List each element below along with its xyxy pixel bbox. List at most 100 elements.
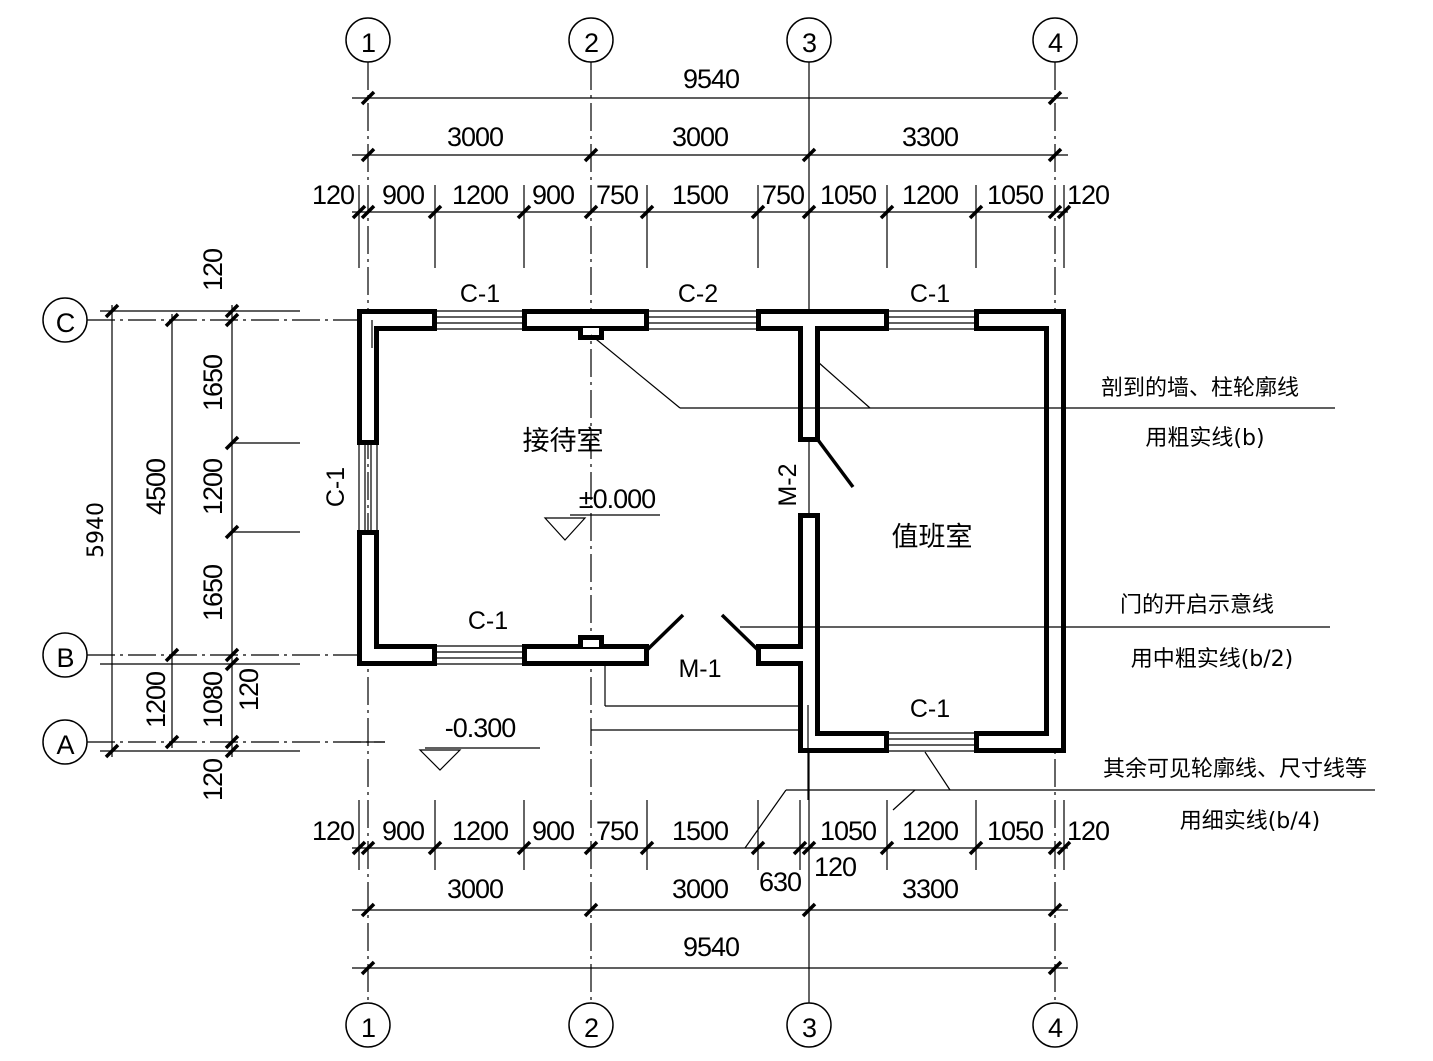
window-label: C-1: [468, 607, 508, 635]
window-label: C-1: [322, 467, 350, 507]
dim-bottom-bay: 3000: [672, 874, 728, 904]
leader-line: [817, 361, 871, 409]
dimension-tick: [1047, 902, 1063, 918]
dimension-tick: [1047, 204, 1063, 220]
dimension-tick: [583, 840, 599, 856]
dim-bottom-detail: 120: [814, 852, 856, 882]
dim-left-total: 5940: [84, 502, 109, 558]
dim-left-detail: 1650: [198, 565, 228, 621]
dimension-tick: [164, 312, 180, 328]
axis-bubble: [345, 17, 391, 63]
dim-top-detail: 1050: [987, 180, 1043, 210]
dim-top-detail: 1500: [672, 180, 728, 210]
axis-label-4: 4: [1048, 28, 1063, 58]
dim-left-detail: 120: [198, 759, 228, 801]
room-reception: 接待室: [523, 426, 604, 457]
walls: [357, 309, 1066, 753]
dimension-tick: [360, 204, 376, 220]
dim-bottom-detail: 120: [1067, 816, 1109, 846]
dim-bottom-bay: 3300: [902, 874, 958, 904]
note-title: 剖到的墙、柱轮廓线: [1101, 376, 1299, 401]
dimension-tick: [801, 204, 817, 220]
axis-label-4: 4: [1048, 1013, 1063, 1043]
dim-top-detail: 900: [532, 180, 574, 210]
window-label: C-2: [678, 280, 718, 308]
axis-label-2: 2: [584, 1013, 598, 1043]
dim-top-detail: 1200: [452, 180, 508, 210]
dimension-tick: [164, 647, 180, 663]
dim-top-detail: 1200: [902, 180, 958, 210]
leader-line: [924, 751, 951, 791]
axis-label-B: B: [56, 643, 73, 673]
dim-left-detail: 1650: [198, 355, 228, 411]
axis-label-3: 3: [802, 28, 816, 58]
dimension-tick: [583, 147, 599, 163]
dim-bottom-detail: 1050: [987, 816, 1043, 846]
dimension-tick: [1047, 90, 1063, 106]
axis-label-A: A: [56, 730, 74, 760]
door-leaf-m1-right: [720, 613, 760, 652]
axis-label-1: 1: [361, 28, 375, 58]
axis-bubble: [568, 17, 614, 63]
dim-top-total: 9540: [683, 64, 739, 94]
dimension-tick: [1047, 960, 1063, 976]
dim-bottom-detail: 900: [382, 816, 424, 846]
axis-bubble: [1032, 17, 1078, 63]
axis-bubble: [42, 297, 88, 343]
dim-top-detail: 120: [1067, 180, 1109, 210]
dim-left-mid: 1200: [141, 672, 171, 728]
axis-label-3: 3: [802, 1013, 816, 1043]
dim-top-detail: 1050: [820, 180, 876, 210]
elevation-outdoor: -0.300: [445, 713, 516, 743]
dim-left-detail: 120: [234, 669, 264, 711]
axis-label-1: 1: [361, 1013, 375, 1043]
dimension-tick: [360, 90, 376, 106]
wall-fill: [979, 736, 1061, 748]
dimension-tick: [360, 147, 376, 163]
note-detail: 用中粗实线(b/2): [1131, 647, 1294, 672]
dimension-tick: [1047, 840, 1063, 856]
dim-top-bay: 3000: [672, 122, 728, 152]
wall-fill: [527, 649, 644, 661]
dim-bottom-total: 9540: [683, 932, 739, 962]
dim-left-detail: 120: [198, 249, 228, 291]
dim-top-detail: 120: [312, 180, 354, 210]
dim-bottom-detail: 1200: [902, 816, 958, 846]
dimension-tick: [360, 960, 376, 976]
dimension-tick: [360, 902, 376, 918]
dim-bottom-detail: 120: [312, 816, 354, 846]
dim-left-detail: 1080: [198, 672, 228, 728]
note-title: 门的开启示意线: [1120, 593, 1274, 618]
door-label: M-1: [678, 655, 721, 683]
dimension-tick: [224, 734, 240, 750]
axis-bubble: [786, 1002, 832, 1048]
door-leaf-m1-left: [645, 613, 685, 652]
dimension-tick: [164, 734, 180, 750]
elevation-ground: ±0.000: [579, 484, 655, 514]
dim-left-detail: 1200: [198, 459, 228, 515]
dimension-tick: [360, 840, 376, 856]
dimension-tick: [801, 902, 817, 918]
axis-bubble: [42, 632, 88, 678]
room-duty: 值班室: [892, 522, 973, 553]
dimension-tick: [224, 312, 240, 328]
axis-label-2: 2: [584, 28, 598, 58]
axis-bubble: [42, 719, 88, 765]
wall-fill: [527, 314, 644, 326]
wall-fill: [803, 518, 815, 748]
dim-bottom-detail: 750: [596, 816, 638, 846]
dim-bottom-detail: 1200: [452, 816, 508, 846]
dimension-tick: [583, 204, 599, 220]
dim-bottom-detail: 1500: [672, 816, 728, 846]
elevation-triangle: [543, 517, 587, 541]
note-detail: 用粗实线(b): [1145, 426, 1264, 451]
dim-top-bay: 3000: [447, 122, 503, 152]
elevation-triangle: [418, 749, 462, 771]
dimension-tick: [1047, 147, 1063, 163]
dim-bottom-detail: 1050: [820, 816, 876, 846]
wall-fill: [362, 314, 374, 440]
wall-fill: [362, 649, 432, 661]
dim-bottom-detail: 900: [532, 816, 574, 846]
